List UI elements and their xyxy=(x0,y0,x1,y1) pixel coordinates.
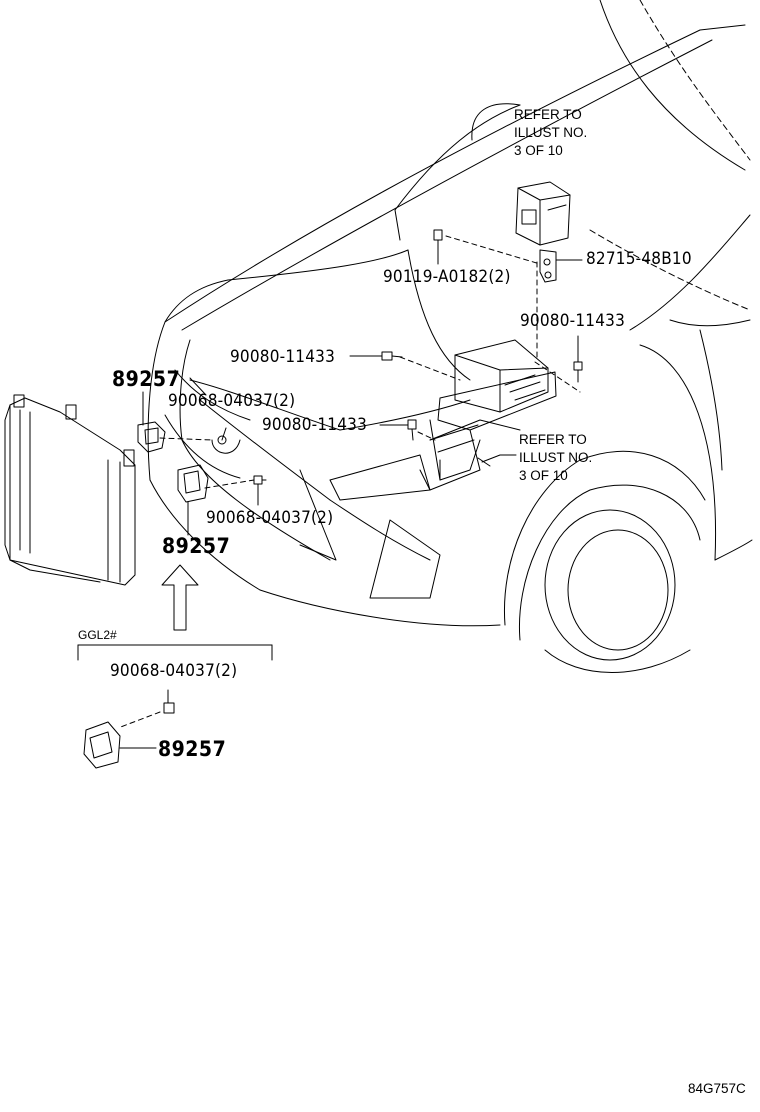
front-fascia xyxy=(147,321,521,627)
bracket-82715 xyxy=(539,249,583,283)
refer-note-top: REFER TO ILLUST NO. 3 OF 10 xyxy=(514,106,587,160)
label-90080-11433-upper: 90080-11433 xyxy=(230,347,336,367)
refer-pointer xyxy=(477,457,491,467)
bolt-90080-right xyxy=(573,335,583,383)
bolt-90068-variant xyxy=(117,689,175,729)
label-89257-upper: 89257 xyxy=(112,367,181,391)
variant-bracket xyxy=(77,644,273,661)
refer-note-top-line-2: ILLUST NO. xyxy=(514,125,588,140)
variant-tag: GGL2# xyxy=(78,628,117,642)
refer-note-mid: REFER TO ILLUST NO. 3 OF 10 xyxy=(519,431,592,485)
bolt-90068-lower xyxy=(253,475,267,506)
label-90080-11433-lower: 90080-11433 xyxy=(262,415,368,435)
refer-note-mid-line-2: ILLUST NO. xyxy=(519,450,593,465)
label-89257-variant: 89257 xyxy=(158,737,227,761)
leader-dash xyxy=(534,361,581,393)
sensor-89257-variant xyxy=(83,721,157,769)
refer-note-top-line-1: REFER TO xyxy=(514,107,582,122)
direction-arrow xyxy=(161,564,199,631)
wheel xyxy=(503,450,706,673)
leader-dash xyxy=(417,431,436,441)
bolt-90080-upper xyxy=(349,351,403,361)
hood-outline xyxy=(164,0,746,381)
label-90068-04037-variant: 90068-04037(2) xyxy=(110,661,238,681)
sensor-89257-lower xyxy=(177,464,255,536)
refer-note-top-line-3: 3 OF 10 xyxy=(514,143,563,158)
refer-note-mid-line-1: REFER TO xyxy=(519,432,587,447)
leader-dash xyxy=(399,356,461,381)
refer-pointer xyxy=(481,454,517,463)
bolt-90080-lower xyxy=(379,419,417,441)
windshield-edge xyxy=(639,0,751,161)
label-90068-04037-lower: 90068-04037(2) xyxy=(206,508,334,528)
figure-code: 84G757C xyxy=(688,1081,746,1096)
label-89257-lower: 89257 xyxy=(162,534,231,558)
refer-note-mid-line-3: 3 OF 10 xyxy=(519,468,568,483)
air-cleaner xyxy=(419,339,557,491)
fender-outline xyxy=(629,214,753,561)
radiator xyxy=(4,394,136,586)
hood-seam xyxy=(589,229,751,311)
leader-90068-upper xyxy=(189,377,207,396)
bolt-90119 xyxy=(433,229,541,265)
sensor-89257-upper xyxy=(137,391,213,453)
clip-upper xyxy=(211,427,241,454)
battery xyxy=(515,181,571,246)
label-90068-04037-upper: 90068-04037(2) xyxy=(168,391,296,411)
label-82715-48b10: 82715-48B10 xyxy=(586,249,692,269)
label-90080-11433-right: 90080-11433 xyxy=(520,311,626,331)
label-90119-a0182: 90119-A0182(2) xyxy=(383,267,511,287)
